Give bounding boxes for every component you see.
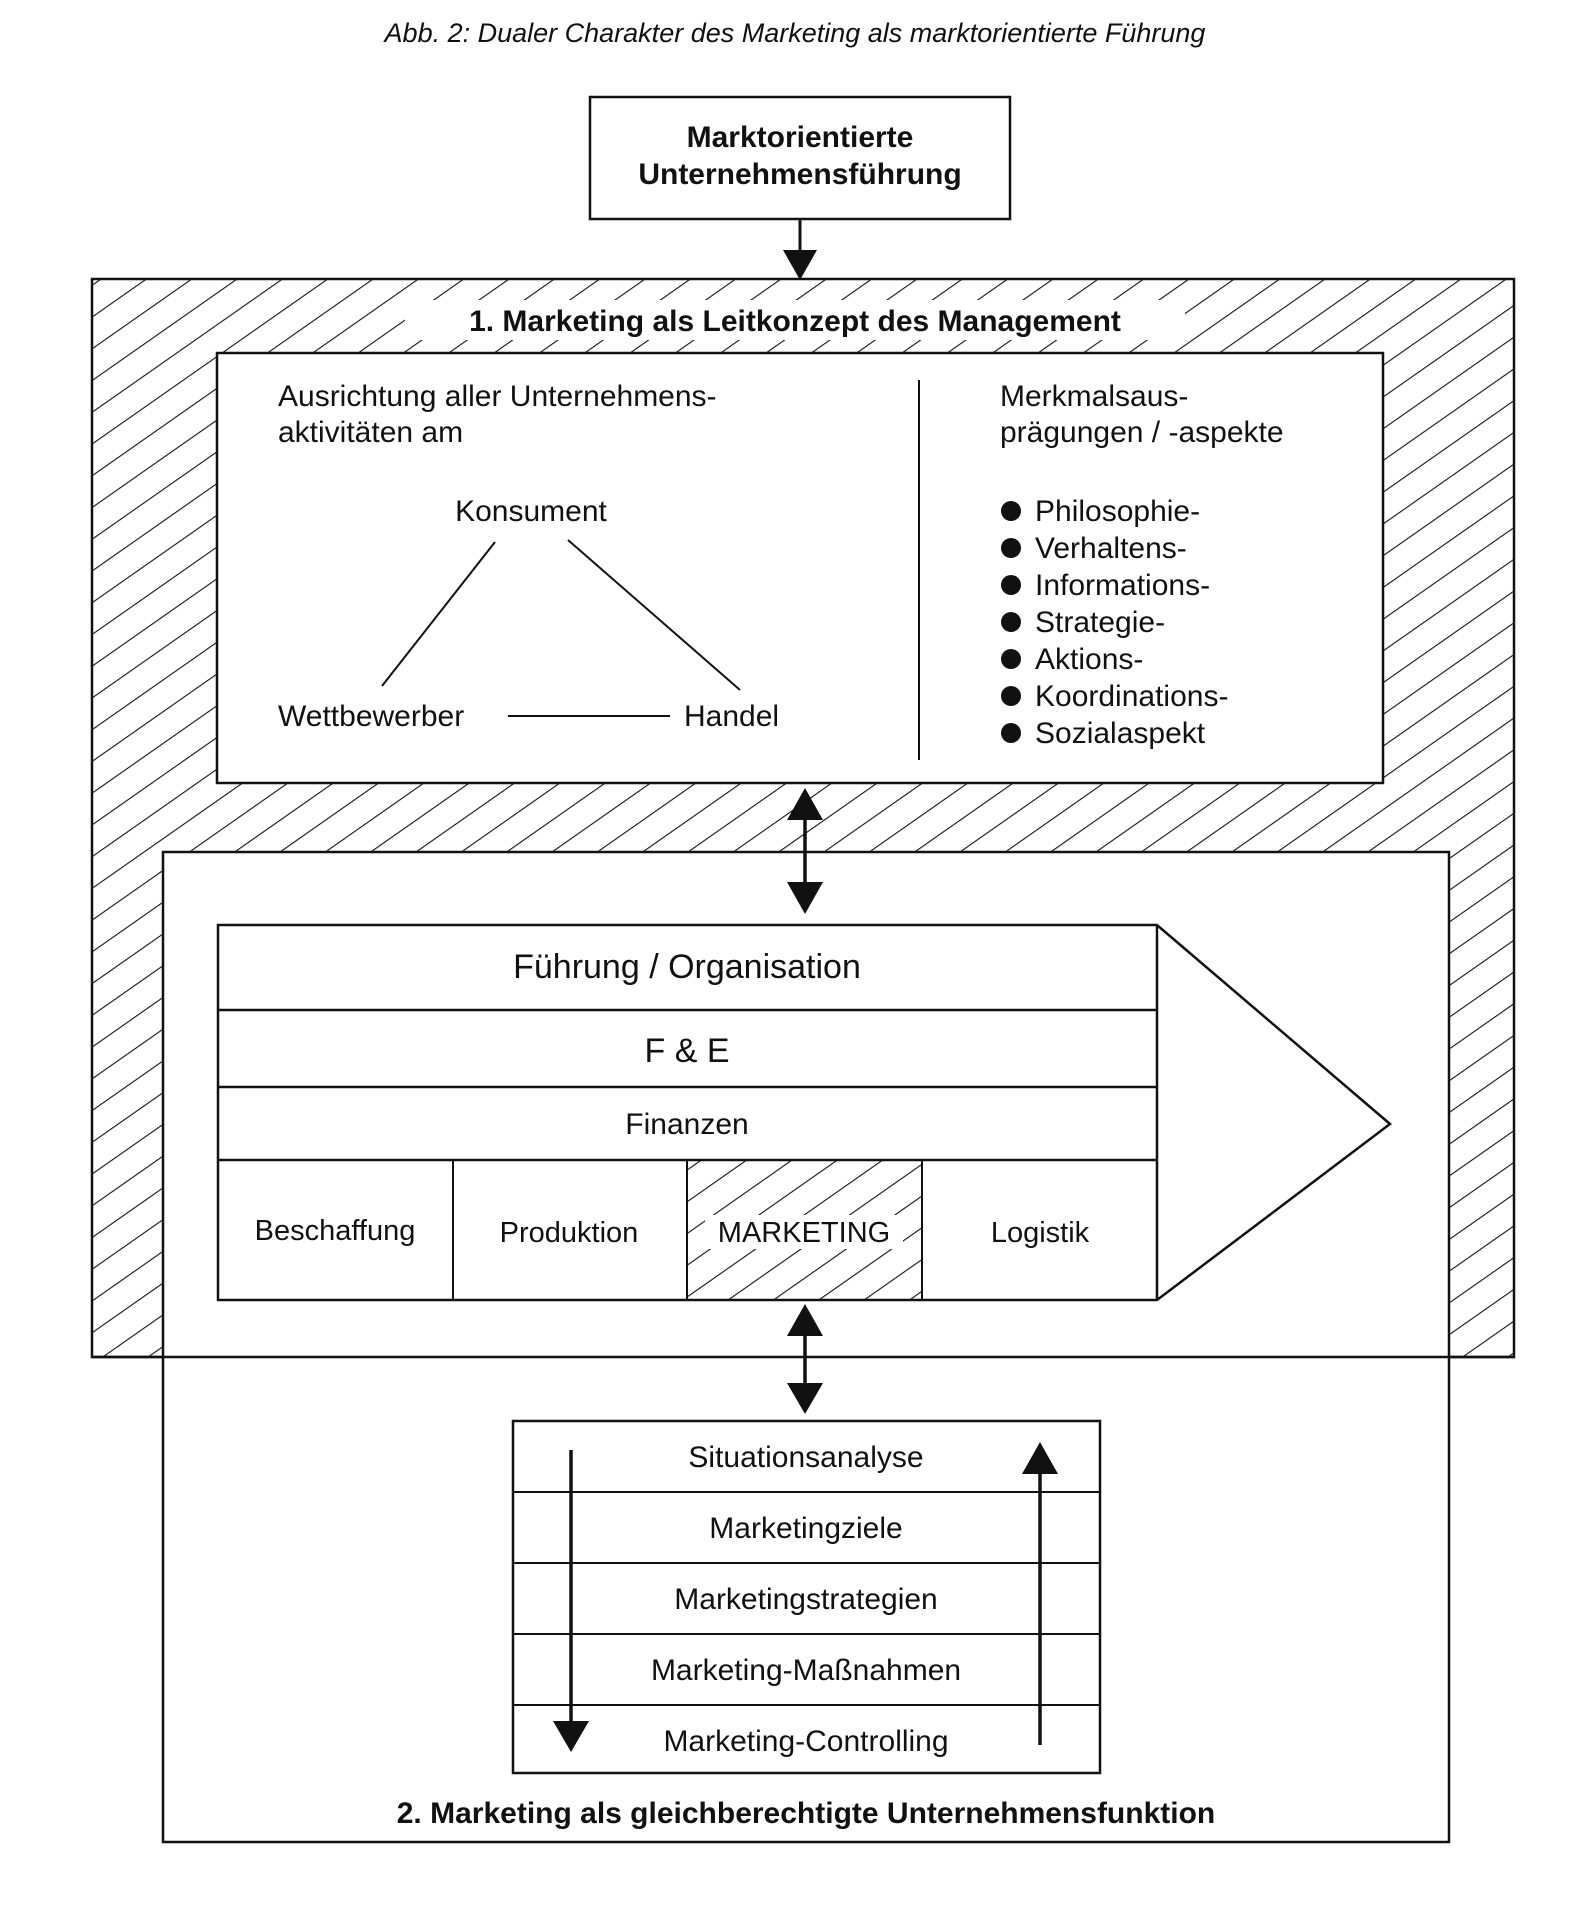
bullet-icon: [1001, 723, 1021, 743]
arrow-up-icon: [1022, 1442, 1058, 1745]
arrow-down-icon: [783, 219, 817, 280]
cell-production: Produktion: [500, 1217, 639, 1249]
characteristics-list: Philosophie- Verhaltens- Informations- S…: [1001, 495, 1228, 750]
top-box-line2: Unternehmensführung: [638, 158, 961, 191]
section1-content-box: [215, 351, 1385, 785]
top-box-line1: Marktorientierte: [687, 121, 914, 154]
process-step: Marketing-Maßnahmen: [651, 1654, 961, 1687]
process-step: Marketing-Controlling: [663, 1725, 948, 1758]
section1-title-band: [405, 300, 1185, 340]
characteristic-item: Aktions-: [1035, 643, 1143, 676]
row-management: Führung / Organisation: [513, 948, 861, 986]
process-step: Marketingstrategien: [674, 1583, 937, 1616]
process-step: Marketingziele: [709, 1512, 902, 1545]
characteristic-item: Verhaltens-: [1035, 532, 1187, 565]
figure-caption: Abb. 2: Dualer Charakter des Marketing a…: [383, 18, 1206, 48]
node-competitor: Wettbewerber: [278, 700, 464, 733]
triangle-edge-right: [567, 539, 741, 691]
section1-title: 1. Marketing als Leitkonzept des Managem…: [469, 305, 1121, 338]
characteristics-heading-line2: prägungen / -aspekte: [1000, 416, 1284, 449]
characteristic-item: Informations-: [1035, 569, 1210, 602]
bullet-icon: [1001, 575, 1021, 595]
cell-procurement: Beschaffung: [255, 1215, 416, 1247]
cell-marketing: MARKETING: [718, 1217, 890, 1249]
bullet-icon: [1001, 612, 1021, 632]
bullet-icon: [1001, 501, 1021, 521]
double-arrow-icon: [787, 1304, 823, 1414]
double-arrow-icon: [787, 788, 823, 914]
arrow-down-icon: [553, 1450, 589, 1752]
marketing-process: Situationsanalyse Marketingziele Marketi…: [511, 1419, 1102, 1775]
node-trade: Handel: [684, 700, 779, 733]
marketing-label-bg: [705, 1215, 903, 1249]
characteristic-item: Philosophie-: [1035, 495, 1200, 528]
alignment-text-line1: Ausrichtung aller Unternehmens-: [278, 380, 717, 413]
value-chain: Führung / Organisation F & E Finanzen Be…: [216, 923, 1392, 1302]
cell-logistics: Logistik: [991, 1217, 1090, 1249]
bullet-icon: [1001, 649, 1021, 669]
characteristic-item: Koordinations-: [1035, 680, 1228, 713]
triangle-edge-left: [381, 541, 496, 687]
row-finance: Finanzen: [625, 1108, 748, 1141]
node-consumer: Konsument: [455, 495, 607, 528]
characteristics-heading-line1: Merkmalsaus-: [1000, 380, 1188, 413]
section2-title: 2. Marketing als gleichberechtigte Unter…: [397, 1797, 1216, 1830]
row-rd: F & E: [644, 1032, 729, 1070]
top-box: [588, 95, 1012, 221]
alignment-text-line2: aktivitäten am: [278, 416, 463, 449]
characteristic-item: Sozialaspekt: [1035, 717, 1206, 750]
value-chain-arrow-outline: [216, 923, 1392, 1302]
bullet-icon: [1001, 538, 1021, 558]
bullet-icon: [1001, 686, 1021, 706]
characteristic-item: Strategie-: [1035, 606, 1165, 639]
process-step: Situationsanalyse: [688, 1441, 923, 1474]
